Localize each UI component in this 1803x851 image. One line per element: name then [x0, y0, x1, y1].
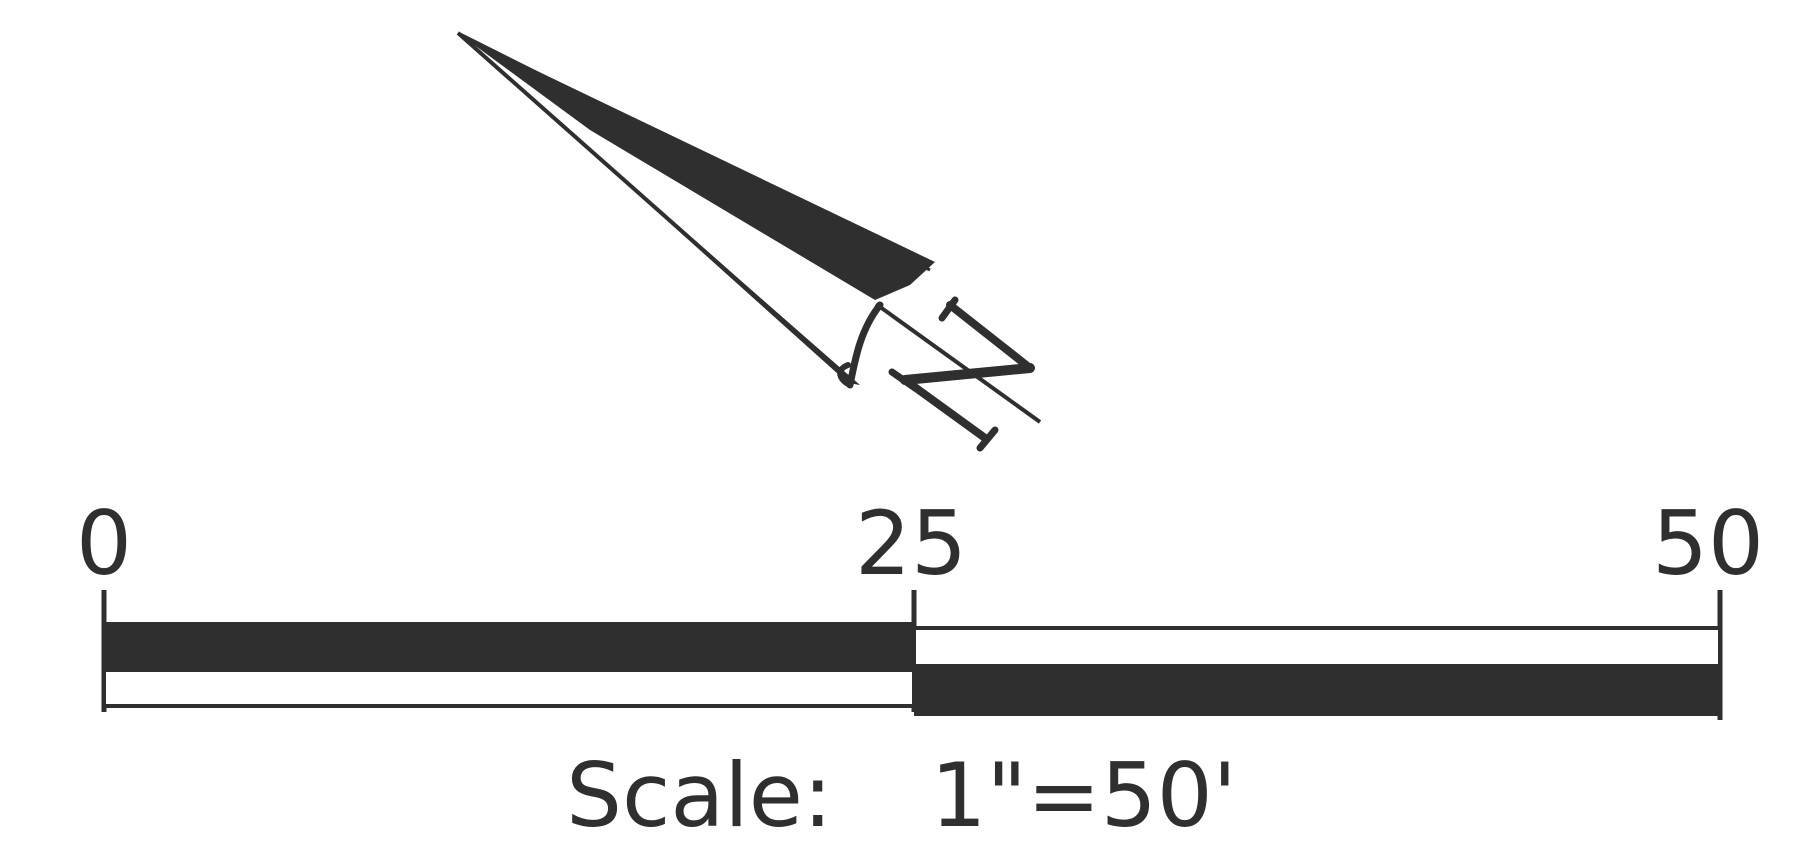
north-arrow-icon [456, 31, 1042, 424]
scale-segment-right-dark [914, 666, 1720, 716]
scale-caption-prefix: Scale: [566, 744, 833, 847]
scale-bar [101, 590, 1723, 720]
north-arrow-letter-n [888, 296, 1035, 452]
scale-caption-ratio: 1"=50' [930, 744, 1237, 847]
scale-segment-left-dark [104, 622, 914, 670]
scale-segment-right-light [912, 626, 1722, 668]
scale-caption: Scale: 1"=50' [0, 752, 1803, 840]
scale-segment-left-light [102, 668, 916, 708]
scale-label-25: 25 [855, 492, 967, 595]
scale-label-50: 50 [1652, 492, 1764, 595]
scale-label-0: 0 [76, 492, 132, 595]
